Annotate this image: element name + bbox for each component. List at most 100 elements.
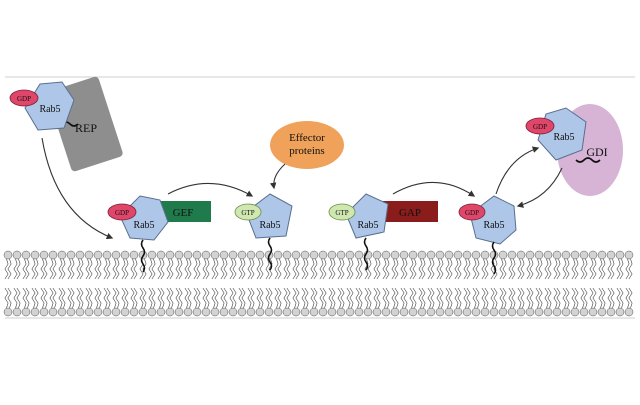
lipid-head: [183, 250, 193, 260]
lipid-head: [30, 250, 40, 260]
rab5-gdp-gef: GEF Rab5 GDP: [107, 195, 211, 273]
lipid-tail: [427, 287, 432, 309]
lipid-tail: [418, 287, 423, 309]
lipid-tail: [250, 258, 255, 280]
lipid-tail: [502, 258, 507, 280]
lipid-tail: [61, 258, 66, 280]
lipid-head: [219, 250, 229, 260]
lipid-head: [210, 250, 220, 260]
lipid-tail: [148, 287, 153, 309]
lipid-head: [219, 307, 229, 317]
lipid-tail: [178, 287, 183, 309]
lipid-head: [147, 250, 157, 260]
lipid-tail: [151, 258, 156, 280]
lipid-tail: [85, 258, 90, 280]
lipid-tail: [592, 258, 597, 280]
lipid-bilayer-icon: [3, 250, 634, 317]
lipid-head: [597, 307, 607, 317]
lipid-head: [498, 307, 508, 317]
lipid-head: [606, 250, 616, 260]
lipid-head: [192, 250, 202, 260]
lipid-tail: [184, 287, 189, 309]
lipid-tail: [211, 258, 216, 280]
lipid-tail: [328, 287, 333, 309]
gdp-nucleotide-icon: [107, 203, 137, 221]
lipid-tail: [592, 287, 597, 309]
lipid-tail: [358, 258, 363, 280]
lipid-head: [120, 307, 130, 317]
gdp-label: GDP: [17, 95, 31, 103]
gap-protein: [382, 201, 438, 222]
lipid-head: [246, 307, 256, 317]
lipid-tail: [79, 287, 84, 309]
lipid-tail: [205, 287, 210, 309]
lipid-head: [93, 250, 103, 260]
lipid-tail: [52, 258, 57, 280]
lipid-head: [48, 307, 58, 317]
lipid-tail: [169, 258, 174, 280]
rab5-gtp-gap: GAP Rab5 GTP: [328, 193, 438, 271]
lipid-head: [327, 307, 337, 317]
gdi-complex: GDI Rab5 GDP: [525, 104, 623, 196]
lipid-tail: [34, 258, 39, 280]
lipid-tail: [202, 287, 207, 309]
lipid-tail: [175, 287, 180, 309]
lipid-head: [174, 307, 184, 317]
lipid-tail: [88, 258, 93, 280]
lipid-tail: [238, 287, 243, 309]
lipid-head: [300, 250, 310, 260]
lipid-head: [615, 307, 625, 317]
lipid-tail: [58, 287, 63, 309]
lipid-tail: [511, 287, 516, 309]
lipid-tail: [391, 287, 396, 309]
lipid-tail: [616, 258, 621, 280]
arrow-gef-activation: [167, 182, 254, 197]
lipid-tail: [484, 258, 489, 280]
lipid-head: [291, 250, 301, 260]
lipid-tail: [16, 287, 21, 309]
lipid-head: [525, 250, 535, 260]
lipid-tail: [286, 287, 291, 309]
lipid-tail: [526, 258, 531, 280]
lipid-head: [579, 250, 589, 260]
lipid-tail: [574, 287, 579, 309]
lipid-tail: [625, 258, 630, 280]
lipid-tail: [70, 287, 75, 309]
lipid-head: [3, 307, 13, 317]
effector-blob: [270, 121, 344, 169]
lipid-tail: [562, 258, 567, 280]
lipid-tail: [202, 258, 207, 280]
lipid-tail: [256, 287, 261, 309]
gdp-nucleotide-icon: [525, 117, 555, 135]
lipid-tail: [376, 287, 381, 309]
lipid-tail: [106, 258, 111, 280]
lipid-tail: [574, 258, 579, 280]
lipid-tail: [472, 258, 477, 280]
lipid-head: [444, 307, 454, 317]
lipid-tail: [322, 287, 327, 309]
lipid-tail: [598, 258, 603, 280]
lipid-tail: [538, 287, 543, 309]
lipid-head: [309, 250, 319, 260]
lipid-tail: [571, 258, 576, 280]
lipid-head: [138, 307, 148, 317]
lipid-tail: [268, 287, 273, 309]
lipid-tail: [49, 287, 54, 309]
lipid-tail: [346, 287, 351, 309]
lipid-tail: [58, 258, 63, 280]
lipid-tail: [214, 258, 219, 280]
lipid-head: [228, 307, 238, 317]
lipid-head: [57, 307, 67, 317]
lipid-head: [246, 250, 256, 260]
lipid-head: [183, 307, 193, 317]
gdp-nucleotide-icon: [458, 203, 486, 221]
lipid-tail: [490, 287, 495, 309]
lipid-head: [75, 250, 85, 260]
lipid-tail: [112, 258, 117, 280]
lipid-tail: [103, 287, 108, 309]
lipid-head: [57, 250, 67, 260]
lipid-head: [3, 250, 13, 260]
lipid-head: [66, 307, 76, 317]
lipid-tail: [97, 287, 102, 309]
lipid-head: [345, 250, 355, 260]
